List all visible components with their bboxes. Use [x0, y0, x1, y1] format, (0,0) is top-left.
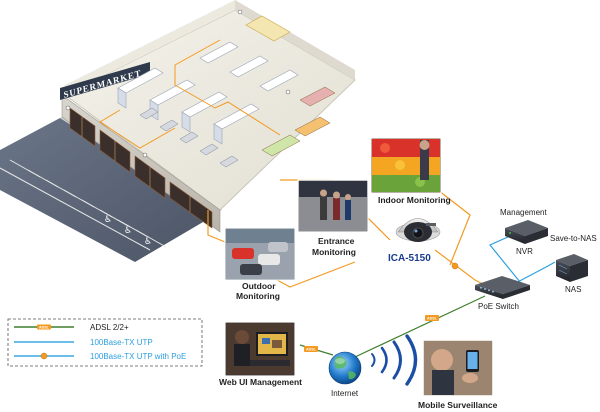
- entrance-monitoring-label-1: Entrance: [318, 236, 355, 246]
- legend-adsl-label: ADSL 2/2+: [90, 323, 129, 332]
- legend-item-adsl: ADSL ADSL 2/2+: [14, 323, 129, 332]
- entrance-monitoring-label-2: Monitoring: [312, 247, 356, 257]
- store-orange-cabling: [99, 39, 281, 149]
- legend: ADSL ADSL 2/2+ 100Base-TX UTP 100Base-TX…: [7, 318, 203, 367]
- parking-image: [226, 229, 294, 279]
- internet-globe: Internet: [328, 351, 362, 398]
- storefront-mullions: [81, 117, 191, 212]
- parking-lines: [0, 159, 167, 251]
- svg-text:♿: ♿: [124, 226, 132, 236]
- legend-utp-label: 100Base-TX UTP: [90, 338, 153, 347]
- management-label: Management: [500, 208, 547, 217]
- poe-switch-device: PoE Switch: [475, 276, 530, 311]
- legend-item-utp: 100Base-TX UTP: [14, 338, 153, 347]
- web-ui-management-view: Web UI Management: [219, 321, 302, 387]
- produce-image: [372, 139, 440, 192]
- checkout-counters: [139, 107, 239, 168]
- legend-utp-poe-label: 100Base-TX UTP with PoE: [90, 352, 186, 361]
- parking-lot: [0, 118, 215, 262]
- dome-camera: ICA-5150: [388, 218, 441, 264]
- nvr-label: NVR: [516, 247, 533, 256]
- adsl-tag-switch-text: ADSL: [427, 317, 438, 321]
- outdoor-monitoring-view: Outdoor Monitoring: [224, 227, 296, 301]
- mobile-surveillance-label: Mobile Surveillance: [418, 400, 498, 410]
- legend-adsl-tag-text: ADSL: [39, 325, 50, 329]
- mobile-surveillance-view: Mobile Surveillance: [418, 339, 498, 410]
- supermarket-illustration: ♿ ♿ ♿ SUPERMARKET: [0, 0, 356, 262]
- back-wall-left: [65, 0, 235, 95]
- indoor-monitoring-label: Indoor Monitoring: [378, 195, 451, 205]
- store-camera-icons: [65, 9, 291, 158]
- web-ui-management-label: Web UI Management: [219, 377, 302, 387]
- produce-stands: [261, 86, 336, 157]
- poe-dot-camera: [451, 262, 459, 270]
- outdoor-monitoring-label-2: Monitoring: [236, 291, 280, 301]
- wireless-waves-icon: [371, 334, 418, 386]
- entrance-image: [299, 181, 367, 231]
- store-sign-board: [60, 62, 150, 100]
- indoor-monitoring-view: Indoor Monitoring: [370, 137, 451, 205]
- svg-text:♿: ♿: [104, 215, 112, 225]
- internet-label: Internet: [331, 389, 359, 398]
- save-to-nas-label: Save-to-NAS: [550, 234, 597, 243]
- entrance-monitoring-view: Entrance Monitoring: [297, 179, 369, 257]
- nas-device: Save-to-NAS NAS: [550, 234, 597, 294]
- outdoor-monitoring-label-1: Outdoor: [242, 281, 276, 291]
- adsl-tag-webui-text: ADSL: [306, 348, 317, 352]
- legend-item-utp-poe: 100Base-TX UTP with PoE: [14, 352, 186, 361]
- adsl-tag-switch: ADSL: [425, 315, 439, 321]
- poe-switch-label: PoE Switch: [478, 302, 519, 311]
- adsl-tag-webui: ADSL: [304, 346, 318, 352]
- nvr-device: Management NVR: [500, 208, 548, 256]
- camera-model-label: ICA-5150: [388, 253, 431, 264]
- accessible-parking-icons: ♿ ♿ ♿: [104, 215, 152, 247]
- nas-label: NAS: [565, 285, 581, 294]
- svg-text:♿: ♿: [144, 237, 152, 247]
